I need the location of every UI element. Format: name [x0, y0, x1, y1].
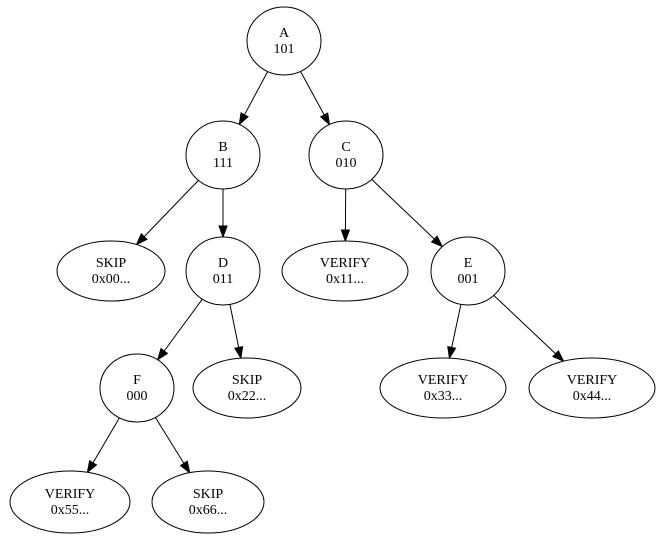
node-sublabel: 101: [274, 42, 295, 57]
node-sublabel: 0x33...: [424, 389, 463, 404]
node-sublabel: 0x44...: [573, 389, 612, 404]
node-label: E: [464, 256, 473, 271]
node-circle-shape: [99, 353, 175, 423]
node-label: SKIP: [193, 487, 224, 502]
edge-line: [154, 417, 185, 464]
arrowhead-icon: [135, 233, 148, 246]
edge-C-E: [371, 179, 444, 248]
node-label: A: [279, 26, 290, 41]
node-sublabel: 0x55...: [51, 503, 90, 518]
node-label: VERIFY: [418, 373, 469, 388]
edge-A-B: [238, 71, 269, 126]
node-circle-shape: [246, 6, 322, 76]
arrowhead-icon: [552, 349, 565, 363]
node-label: B: [218, 140, 227, 155]
node-sublabel: 011: [213, 272, 233, 287]
node-label: F: [133, 373, 141, 388]
node-ellipse-shape: [528, 357, 656, 419]
node-circle-shape: [430, 236, 506, 306]
node-label: VERIFY: [320, 256, 371, 271]
node-label: C: [341, 140, 350, 155]
node-ellipse-shape: [192, 357, 302, 419]
node-sublabel: 001: [458, 272, 479, 287]
arrowhead-icon: [319, 112, 331, 126]
node-verify44: VERIFY0x44...: [528, 357, 656, 419]
node-sublabel: 010: [336, 156, 357, 171]
node-ellipse-shape: [9, 470, 131, 534]
edge-B-D: [218, 189, 228, 239]
edge-F-skip66: [154, 417, 191, 474]
node-verify55: VERIFY0x55...: [9, 470, 131, 534]
node-label: D: [218, 256, 228, 271]
edge-line: [300, 71, 325, 116]
edge-F-verify55: [86, 417, 120, 474]
arrowhead-icon: [340, 229, 351, 243]
node-sublabel: 000: [127, 389, 148, 404]
node-ellipse-shape: [151, 470, 265, 534]
edge-D-skip22: [229, 304, 244, 360]
arrowhead-icon: [447, 345, 457, 360]
node-label: SKIP: [232, 373, 263, 388]
node-sublabel: 0x66...: [189, 503, 228, 518]
arrowhead-icon: [238, 112, 249, 126]
node-label: SKIP: [96, 256, 127, 271]
arrowhead-icon: [218, 225, 228, 239]
node-verify33: VERIFY0x33...: [379, 357, 507, 419]
edge-B-skip00: [135, 180, 199, 246]
node-sublabel: 0x11...: [326, 272, 364, 287]
node-label: VERIFY: [45, 487, 96, 502]
node-ellipse-shape: [281, 240, 409, 302]
node-label: VERIFY: [567, 373, 618, 388]
node-skip00: SKIP0x00...: [56, 240, 166, 302]
node-sublabel: 0x22...: [228, 389, 267, 404]
arrowhead-icon: [179, 460, 191, 474]
edge-E-verify44: [493, 295, 565, 363]
node-verify11: VERIFY0x11...: [281, 240, 409, 302]
edge-line: [493, 295, 556, 355]
edge-line: [92, 417, 120, 464]
arrowhead-icon: [86, 460, 98, 474]
node-skip22: SKIP0x22...: [192, 357, 302, 419]
node-sublabel: 0x00...: [92, 272, 131, 287]
node-ellipse-shape: [379, 357, 507, 419]
arrowhead-icon: [234, 345, 244, 360]
node-circle-shape: [308, 120, 384, 190]
edge-line: [229, 304, 240, 348]
edge-line: [143, 180, 199, 237]
edge-line: [451, 304, 462, 348]
node-circle-shape: [185, 236, 261, 306]
edge-line: [371, 179, 435, 240]
arrowhead-icon: [430, 235, 444, 248]
node-circle-shape: [185, 120, 261, 190]
edge-D-F: [156, 298, 203, 361]
edge-E-verify33: [447, 304, 462, 360]
edge-C-verify11: [340, 188, 351, 243]
edge-A-C: [300, 71, 331, 126]
edge-line: [163, 298, 203, 352]
node-sublabel: 111: [213, 156, 233, 171]
edge-line: [244, 71, 269, 116]
node-skip66: SKIP0x66...: [151, 470, 265, 534]
node-ellipse-shape: [56, 240, 166, 302]
arrowhead-icon: [156, 347, 169, 361]
